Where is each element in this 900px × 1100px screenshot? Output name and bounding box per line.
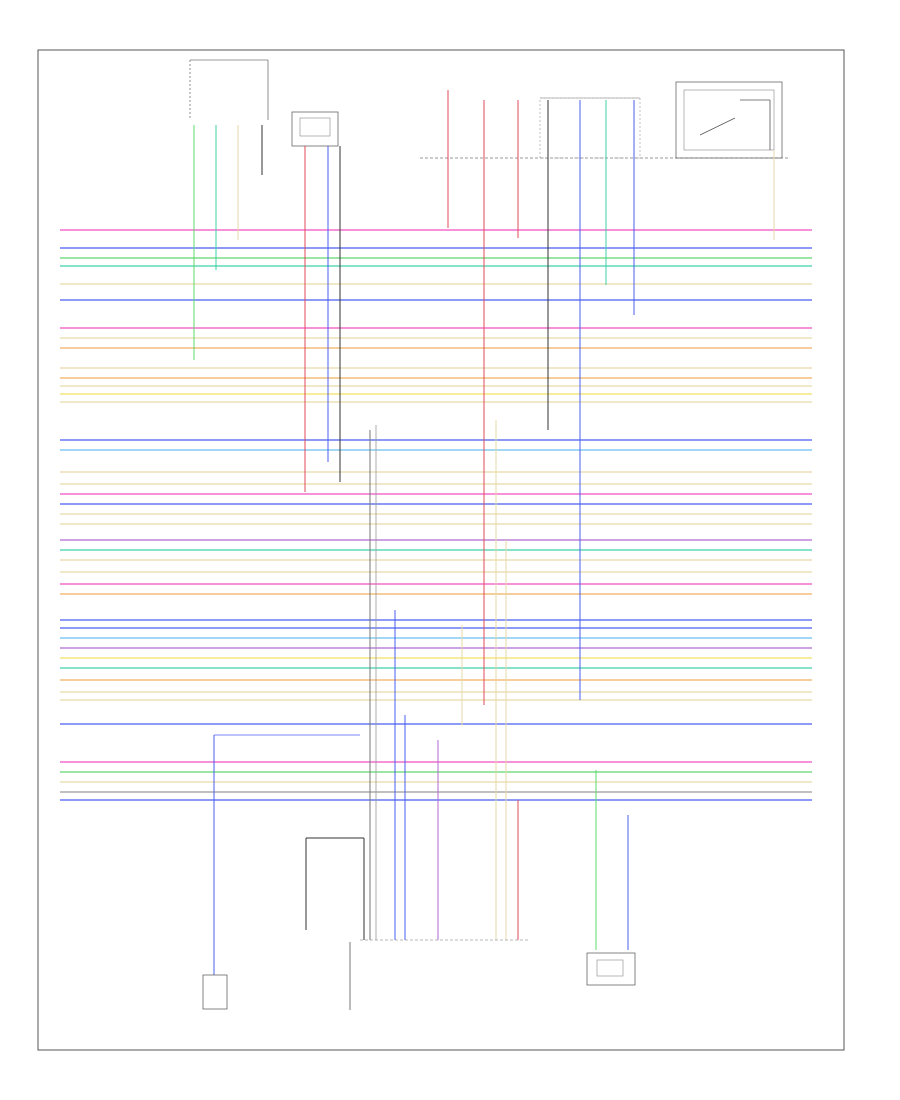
bottom-right-module-box xyxy=(586,952,636,986)
top-vertical-wires xyxy=(193,90,775,705)
bottom-left-sensor-box xyxy=(202,974,228,1010)
top-left-connector xyxy=(189,59,269,120)
fuse-relay-block xyxy=(420,81,790,159)
module-inner-box xyxy=(299,117,331,137)
diagram-border xyxy=(37,49,845,1051)
bottom-right-inner-box xyxy=(596,959,624,977)
bus-wire-group xyxy=(60,229,812,801)
bottom-vertical-wires xyxy=(213,420,629,975)
bottom-center-connector xyxy=(349,939,528,1010)
module-box-top-left xyxy=(291,111,339,147)
